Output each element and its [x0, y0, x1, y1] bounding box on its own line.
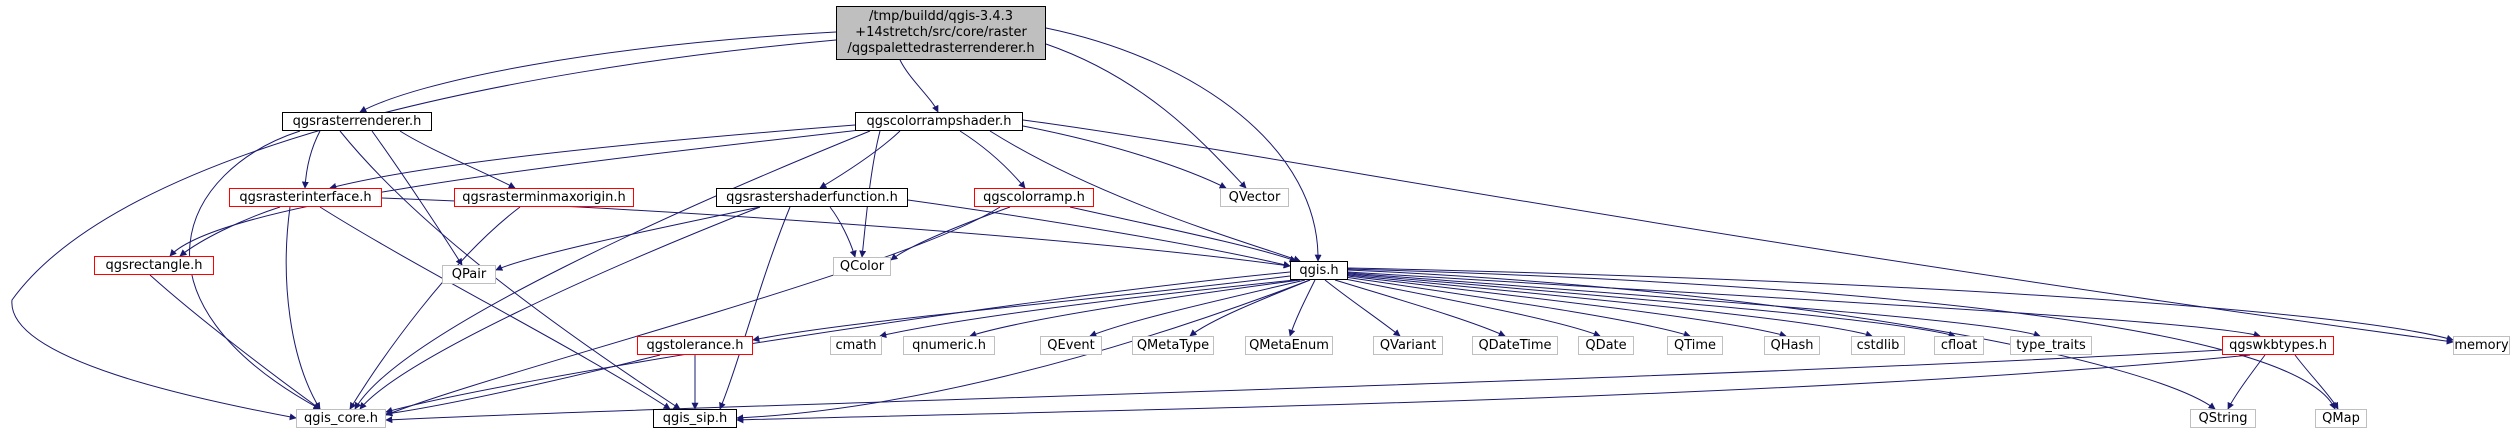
edge-rr-minmaxorigin: [399, 130, 516, 189]
root-line-1: /tmp/buildd/qgis-3.4.3: [868, 9, 1014, 24]
edge-qgis-typetraits: [1347, 272, 2041, 338]
root-line-2: +14stretch/src/core/raster: [855, 25, 1027, 40]
edge-qgis-tolerance: [752, 275, 1291, 343]
node-qgscolorramp[interactable]: qgscolorramp.h: [974, 188, 1094, 207]
edge-rect-qgiscore: [149, 274, 321, 410]
edge-qgis-memory: [1347, 267, 2454, 342]
edge-crs-colorramp: [959, 130, 1026, 189]
edge-root-colorrampshader: [899, 59, 939, 113]
edge-wkb-qstring: [2227, 354, 2266, 410]
root-line-3: /qgspalettedrasterrenderer.h: [847, 41, 1035, 56]
edge-qgis-cfloat: [1347, 273, 1956, 338]
edge-rmo-qgiscore: [349, 206, 521, 410]
edge-qgis-cmath: [879, 279, 1296, 339]
edge-qgis-wkbtypes: [1347, 271, 2261, 338]
node-qstring: QString: [2190, 409, 2256, 428]
node-cmath: cmath: [830, 336, 882, 355]
edge-qgis-qtime: [1344, 276, 1691, 338]
node-qgis-sip[interactable]: qgis_sip.h: [653, 409, 737, 428]
node-qmetaenum: QMetaEnum: [1245, 336, 1333, 355]
node-cfloat: cfloat: [1934, 336, 1984, 355]
edge-rsf-qpair: [495, 206, 761, 271]
node-root-qgspalettedrasterrenderer: /tmp/buildd/qgis-3.4.3 +14stretch/src/co…: [836, 6, 1046, 60]
edge-rr-qgiscore: [189, 130, 321, 410]
edge-qgis-qmap: [1347, 268, 2336, 410]
edge-root-qgiscore: [11, 39, 837, 421]
edge-cr-qgiscore: [385, 206, 1001, 416]
edge-crs-qvector: [1022, 125, 1227, 189]
edge-root-qgis: [1045, 27, 1322, 262]
edge-crs-rasterinterface: [329, 124, 856, 190]
edge-qgis-cstdlib: [1347, 274, 1873, 338]
edge-rsf-qgissip: [719, 206, 791, 410]
edge-wkb-qmap: [2294, 354, 2339, 410]
edge-crs-rectangle: [169, 129, 861, 257]
edge-ri-qgiscore: [285, 206, 321, 410]
edge-wkb-qgissip: [736, 354, 2251, 424]
edge-qgis-qgissip: [736, 279, 1311, 422]
node-qdate: QDate: [1578, 336, 1634, 355]
node-qvector: QVector: [1220, 188, 1289, 207]
edge-crs-qgis: [989, 130, 1301, 263]
edge-rsf-qgiscore: [359, 206, 761, 410]
edge-qgis-qhash: [1347, 275, 1787, 338]
edge-qgis-qdatetime: [1334, 279, 1506, 337]
node-qnumeric: qnumeric.h: [903, 336, 995, 355]
node-qcolor: QColor: [833, 257, 891, 276]
node-qgsrasterminmaxorigin[interactable]: qgsrasterminmaxorigin.h: [454, 188, 634, 207]
edge-ri-qgissip: [319, 206, 671, 410]
edge-rsf-qgis: [907, 199, 1291, 268]
edge-cr-qcolor: [890, 206, 1011, 261]
edge-crs-shaderfunction: [819, 130, 901, 189]
node-cstdlib: cstdlib: [1851, 336, 1905, 355]
edge-qgis-qevent: [1089, 279, 1306, 337]
node-qhash: QHash: [1764, 336, 1820, 355]
node-qgsrasterinterface[interactable]: qgsrasterinterface.h: [229, 188, 382, 207]
node-type-traits: type_traits: [2010, 336, 2092, 355]
edge-qgis-qdate: [1339, 277, 1601, 337]
edge-crs-memory: [1022, 119, 2454, 345]
node-qpair: QPair: [442, 265, 496, 284]
node-qgis-core: qgis_core.h: [296, 409, 386, 428]
edge-cr-qgis: [1069, 206, 1297, 263]
edge-qgis-qstring: [1347, 269, 2216, 410]
node-qgsrasterrenderer[interactable]: qgsrasterrenderer.h: [282, 112, 432, 131]
node-qmetatype: QMetaType: [1132, 336, 1214, 355]
edge-wkb-qgiscore: [385, 349, 2223, 424]
node-qgstolerance[interactable]: qgstolerance.h: [637, 336, 753, 355]
node-qtime: QTime: [1667, 336, 1723, 355]
edge-qgis-qmetaenum: [1288, 279, 1316, 337]
node-qmap: QMap: [2315, 409, 2367, 428]
node-qgscolorrampshader[interactable]: qgscolorrampshader.h: [855, 112, 1023, 131]
node-qgsrastershaderfunction[interactable]: qgsrastershaderfunction.h: [716, 188, 908, 207]
edge-root-qvector: [1045, 43, 1247, 189]
edge-qgis-qgiscore: [385, 271, 1291, 414]
node-qgsrectangle[interactable]: qgsrectangle.h: [94, 256, 214, 275]
edge-qgis-qmetatype: [1189, 279, 1311, 337]
node-qvariant: QVariant: [1373, 336, 1443, 355]
node-qevent: QEvent: [1040, 336, 1102, 355]
edge-root-rasterrenderer: [359, 31, 837, 113]
node-qdatetime: QDateTime: [1472, 336, 1558, 355]
edge-ri-rectangle: [179, 206, 281, 257]
node-qgswkbtypes[interactable]: qgswkbtypes.h: [2222, 336, 2334, 355]
edge-crs-qgiscore: [354, 130, 871, 410]
edge-rr-rasterinterface: [301, 130, 321, 189]
edge-qgis-qvariant: [1324, 279, 1401, 337]
node-memory: memory: [2453, 336, 2510, 355]
edge-tol-qgiscore: [385, 354, 661, 417]
node-qgis[interactable]: qgis.h: [1290, 261, 1348, 280]
edge-rsf-qcolor: [829, 206, 857, 258]
edge-qgis-qnumeric: [969, 279, 1301, 338]
